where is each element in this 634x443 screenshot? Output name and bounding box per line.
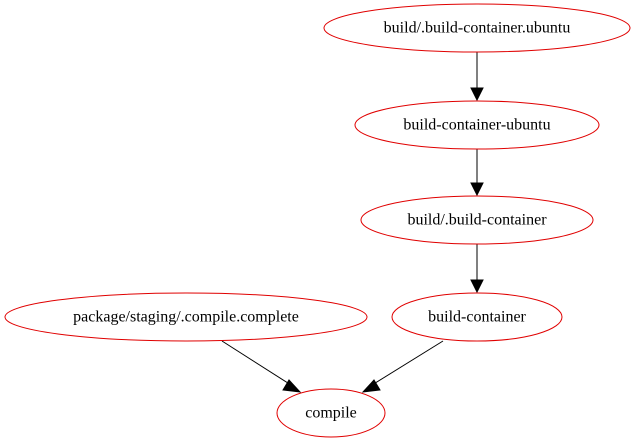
edge-build-container-ubuntu-to-build-container-file xyxy=(470,149,484,197)
node-ellipse xyxy=(391,292,563,342)
edges xyxy=(221,52,484,393)
node-ellipse xyxy=(4,292,368,342)
edge-build-container-to-compile xyxy=(361,340,444,393)
node-label: compile xyxy=(305,405,357,422)
arrowhead xyxy=(361,379,381,393)
node-build-container-file: build/.build-container xyxy=(360,195,594,245)
node-label: package/staging/.compile.complete xyxy=(73,309,299,326)
node-ellipse xyxy=(360,195,594,245)
nodes: build/.build-container.ubuntu build-cont… xyxy=(4,3,631,438)
node-build-container-ubuntu: build-container-ubuntu xyxy=(354,100,600,150)
arrowhead xyxy=(470,87,484,102)
node-ellipse xyxy=(354,100,600,150)
node-build-container-ubuntu-file: build/.build-container.ubuntu xyxy=(323,3,631,53)
node-ellipse xyxy=(276,388,386,438)
edge-build-container-file-to-build-container xyxy=(470,244,484,294)
node-label: build-container-ubuntu xyxy=(403,117,550,134)
node-ellipse xyxy=(323,3,631,53)
node-label: build/.build-container.ubuntu xyxy=(384,20,571,37)
arrowhead xyxy=(470,279,484,294)
node-label: build/.build-container xyxy=(407,212,547,229)
node-build-container: build-container xyxy=(391,292,563,342)
node-compile: compile xyxy=(276,388,386,438)
edge-compile-complete-to-compile xyxy=(221,340,302,393)
node-compile-complete: package/staging/.compile.complete xyxy=(4,292,368,342)
arrowhead xyxy=(470,182,484,197)
node-label: build-container xyxy=(428,309,526,326)
arrowhead xyxy=(282,379,302,393)
edge-build-container-ubuntu-file-to-build-container-ubuntu xyxy=(470,52,484,102)
